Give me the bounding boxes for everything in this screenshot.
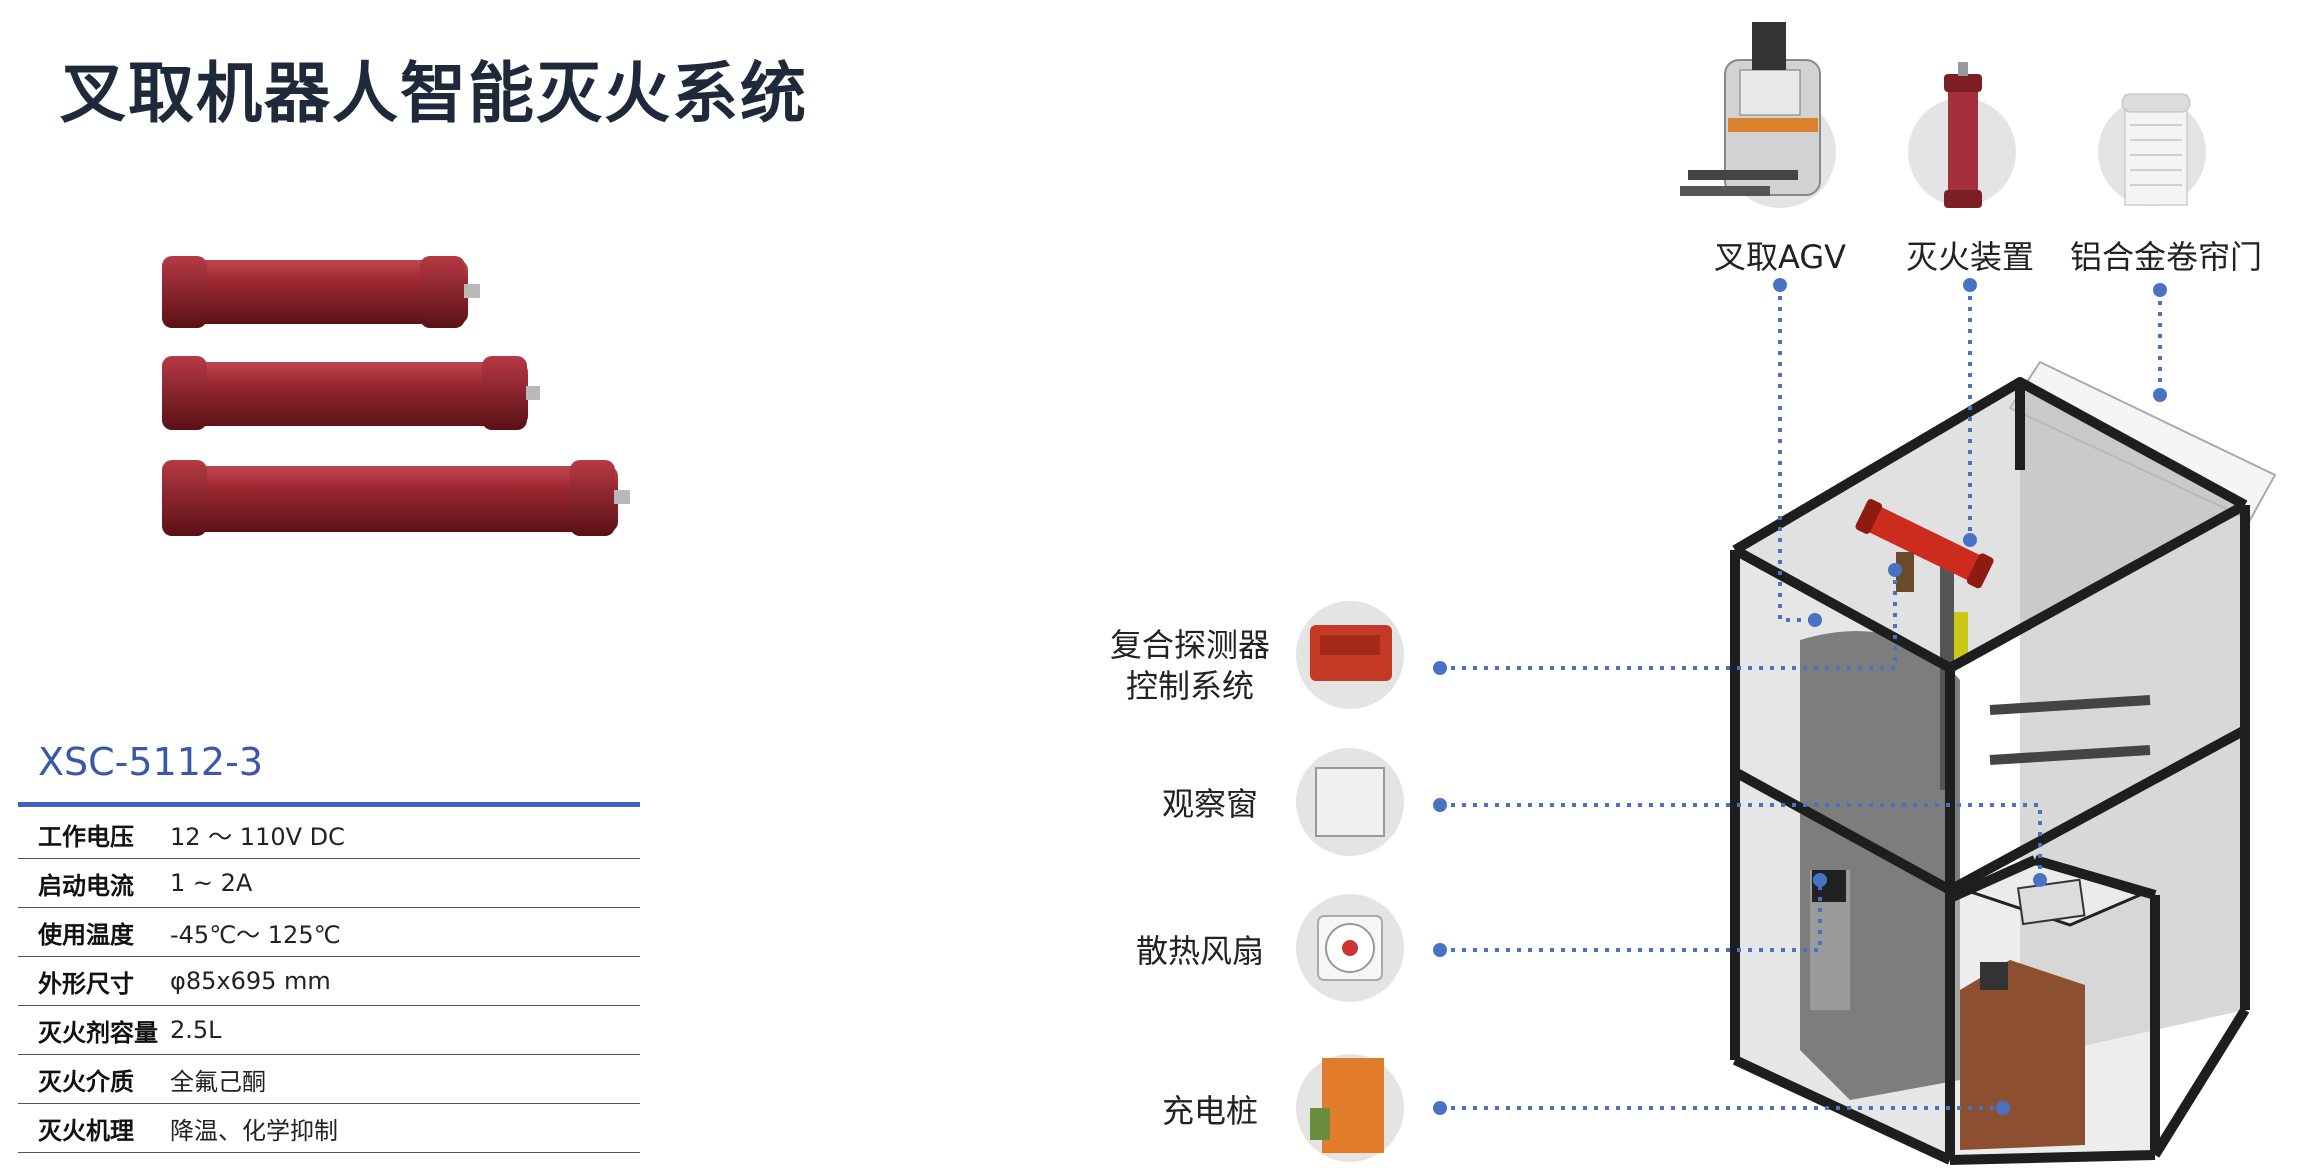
extinguisher-cylinders-image: [162, 256, 630, 536]
label-detector: 复合探测器: [1110, 626, 1270, 664]
label-window: 观察窗: [1162, 785, 1258, 823]
extinguisher-thumbnail: [1908, 62, 2016, 208]
spec-value: 2.5L: [170, 1005, 640, 1055]
label-charging-pile: 充电桩: [1162, 1092, 1258, 1130]
leader-dots: [1433, 278, 2167, 1115]
label-rolling-door: 铝合金卷帘门: [2070, 238, 2262, 276]
fan-thumbnail: [1296, 894, 1404, 1002]
spec-label: 启动电流: [18, 858, 170, 908]
model-underline: [18, 802, 640, 807]
label-extinguisher: 灭火装置: [1906, 238, 2034, 276]
spec-value: 降温、化学抑制: [170, 1103, 640, 1153]
spec-label: 灭火剂容量: [18, 1005, 170, 1055]
label-fan: 散热风扇: [1136, 932, 1264, 970]
model-number: XSC-5112-3: [38, 740, 263, 784]
spec-value: φ85x695 mm: [170, 956, 640, 1006]
spec-label: 灭火介质: [18, 1054, 170, 1104]
cylinder-1: [162, 256, 480, 328]
window-thumbnail: [1296, 748, 1404, 856]
spec-label: 灭火机理: [18, 1103, 170, 1153]
spec-value: -45℃～ 125℃: [170, 907, 640, 957]
agv-thumbnail: [1680, 22, 1836, 208]
spec-label: 工作电压: [18, 810, 170, 859]
spec-value: 1 ~ 2A: [170, 858, 640, 908]
spec-value: 全氟己酮: [170, 1054, 640, 1104]
cylinder-3: [162, 460, 630, 536]
rolling-door-thumbnail: [2098, 93, 2206, 206]
spec-row: 使用温度-45℃～ 125℃: [18, 907, 640, 957]
cylinder-2: [162, 356, 540, 430]
detector-control-thumbnail: [1296, 601, 1404, 709]
spec-label: 使用温度: [18, 907, 170, 957]
spec-value: 12 ～ 110V DC: [170, 810, 640, 859]
spec-row: 灭火介质全氟己酮: [18, 1054, 640, 1104]
charging-pile-thumbnail: [1296, 1054, 1404, 1162]
page-title: 叉取机器人智能灭火系统: [60, 55, 808, 132]
cabinet-structure: [1730, 360, 2277, 1165]
leader-lines: [1440, 285, 2162, 1110]
spec-label: 外形尺寸: [18, 956, 170, 1006]
spec-row: 灭火机理降温、化学抑制: [18, 1103, 640, 1153]
label-agv: 叉取AGV: [1714, 238, 1846, 276]
label-control-system: 控制系统: [1126, 667, 1254, 705]
